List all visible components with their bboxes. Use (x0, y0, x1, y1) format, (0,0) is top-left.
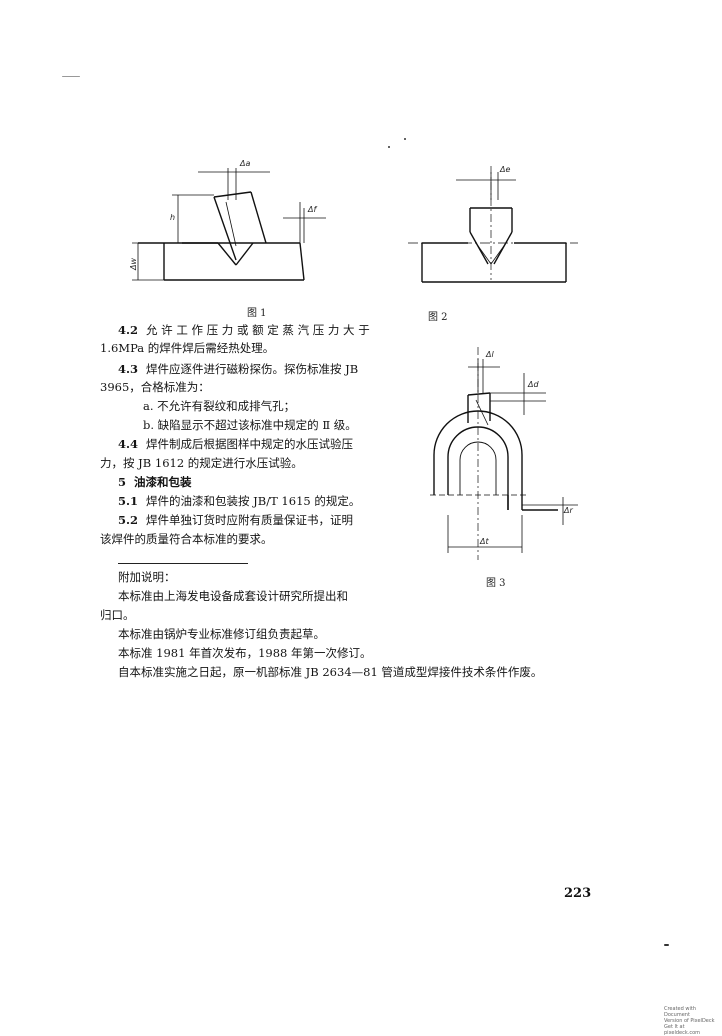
clause-4-2-line-2: 1.6MPa 的焊件焊后需经热处理。 (100, 341, 275, 355)
fig3-delta-r-label: Δr (563, 506, 573, 515)
notes-line-3: 本标准由锅炉专业标准修订组负责起草。 (118, 627, 325, 641)
clause-4-4-line-2: 力，按 JB 1612 的规定进行水压试验。 (100, 456, 303, 470)
clause-5-1: 5.1 焊件的油漆和包装按 JB/T 1615 的规定。 (118, 492, 360, 510)
clause-4-3-number: 4.3 (118, 362, 139, 376)
fig2-delta-e-label: Δe (499, 165, 510, 174)
figure-3-drawing: Δl Δd Δt Δr (430, 347, 578, 560)
clause-5-1-number: 5.1 (118, 494, 139, 508)
clause-4-3-item-a: a. 不允许有裂纹和成排气孔； (143, 399, 296, 413)
fig1-delta-a-label: Δa (239, 159, 250, 168)
figure-2-caption: 图 2 (428, 312, 448, 323)
clause-4-3-item-b: b. 缺陷显示不超过该标准中规定的 Ⅱ 级。 (143, 418, 357, 432)
clause-4-3-line-2: 3965，合格标准为： (100, 380, 210, 394)
clause-5-2-text-1: 焊件单独订货时应附有质量保证书，证明 (146, 513, 354, 527)
fig3-delta-t-label: Δt (479, 537, 489, 546)
corner-mark-line-3: Get It at pixeldeck.com (664, 1024, 700, 1036)
figure-3-caption: 图 3 (486, 578, 506, 589)
clause-4-4-text-1: 焊件制成后根据图样中规定的水压试验压 (146, 437, 354, 451)
clause-5-2-line-2: 该焊件的质量符合本标准的要求。 (100, 532, 273, 546)
section-5-number: 5 (118, 475, 127, 489)
scan-speck (62, 76, 80, 77)
notes-line-5: 自本标准实施之日起，原一机部标准 JB 2634—81 管道成型焊接件技术条件作… (118, 665, 543, 679)
clause-5-1-text: 焊件的油漆和包装按 JB/T 1615 的规定。 (146, 494, 361, 508)
clause-4-2-number: 4.2 (118, 323, 139, 337)
clause-4-3-line-1: 4.3 焊件应逐件进行磁粉探伤。探伤标准按 JB (118, 360, 358, 378)
clause-4-3-text-1: 焊件应逐件进行磁粉探伤。探伤标准按 JB (146, 362, 359, 376)
scan-speck (404, 138, 406, 140)
scan-speck (388, 146, 390, 148)
fig1-delta-w-label: Δw (129, 258, 138, 271)
figure-2-drawing: Δe (408, 165, 578, 283)
notes-separator (118, 563, 248, 564)
clause-5-2-line-1: 5.2 焊件单独订货时应附有质量保证书，证明 (118, 511, 353, 529)
clause-5-2-number: 5.2 (118, 513, 139, 527)
fig3-delta-d-label: Δd (527, 380, 539, 389)
corner-mark: Created with Document Version of PixelDe… (664, 1006, 720, 1036)
clause-4-2-line-1: 4.2 允 许 工 作 压 力 或 额 定 蒸 汽 压 力 大 于 (118, 321, 370, 339)
notes-heading: 附加说明： (118, 570, 176, 584)
figure-1-caption: 图 1 (247, 308, 267, 319)
scan-speck (664, 944, 669, 946)
corner-mark-line-2: Version of PixelDeck (664, 1018, 715, 1024)
notes-line-2: 归口。 (100, 608, 135, 622)
notes-line-1: 本标准由上海发电设备成套设计研究所提出和 (118, 589, 348, 603)
fig3-delta-l-label: Δl (485, 350, 494, 359)
notes-line-4: 本标准 1981 年首次发布，1988 年第一次修订。 (118, 646, 372, 660)
corner-mark-line-1: Created with Document (664, 1006, 696, 1018)
page-number: 223 (564, 886, 592, 901)
figure-1-drawing: Δa Δf h Δw (129, 159, 326, 281)
section-5-heading: 5 油漆和包装 (118, 473, 192, 491)
fig1-delta-f-label: Δf (307, 205, 317, 214)
clause-4-4-number: 4.4 (118, 437, 139, 451)
clause-4-2-text-1: 允 许 工 作 压 力 或 额 定 蒸 汽 压 力 大 于 (146, 323, 370, 337)
section-5-title: 油漆和包装 (134, 475, 192, 489)
clause-4-4-line-1: 4.4 焊件制成后根据图样中规定的水压试验压 (118, 435, 353, 453)
fig1-h-label: h (170, 213, 175, 222)
